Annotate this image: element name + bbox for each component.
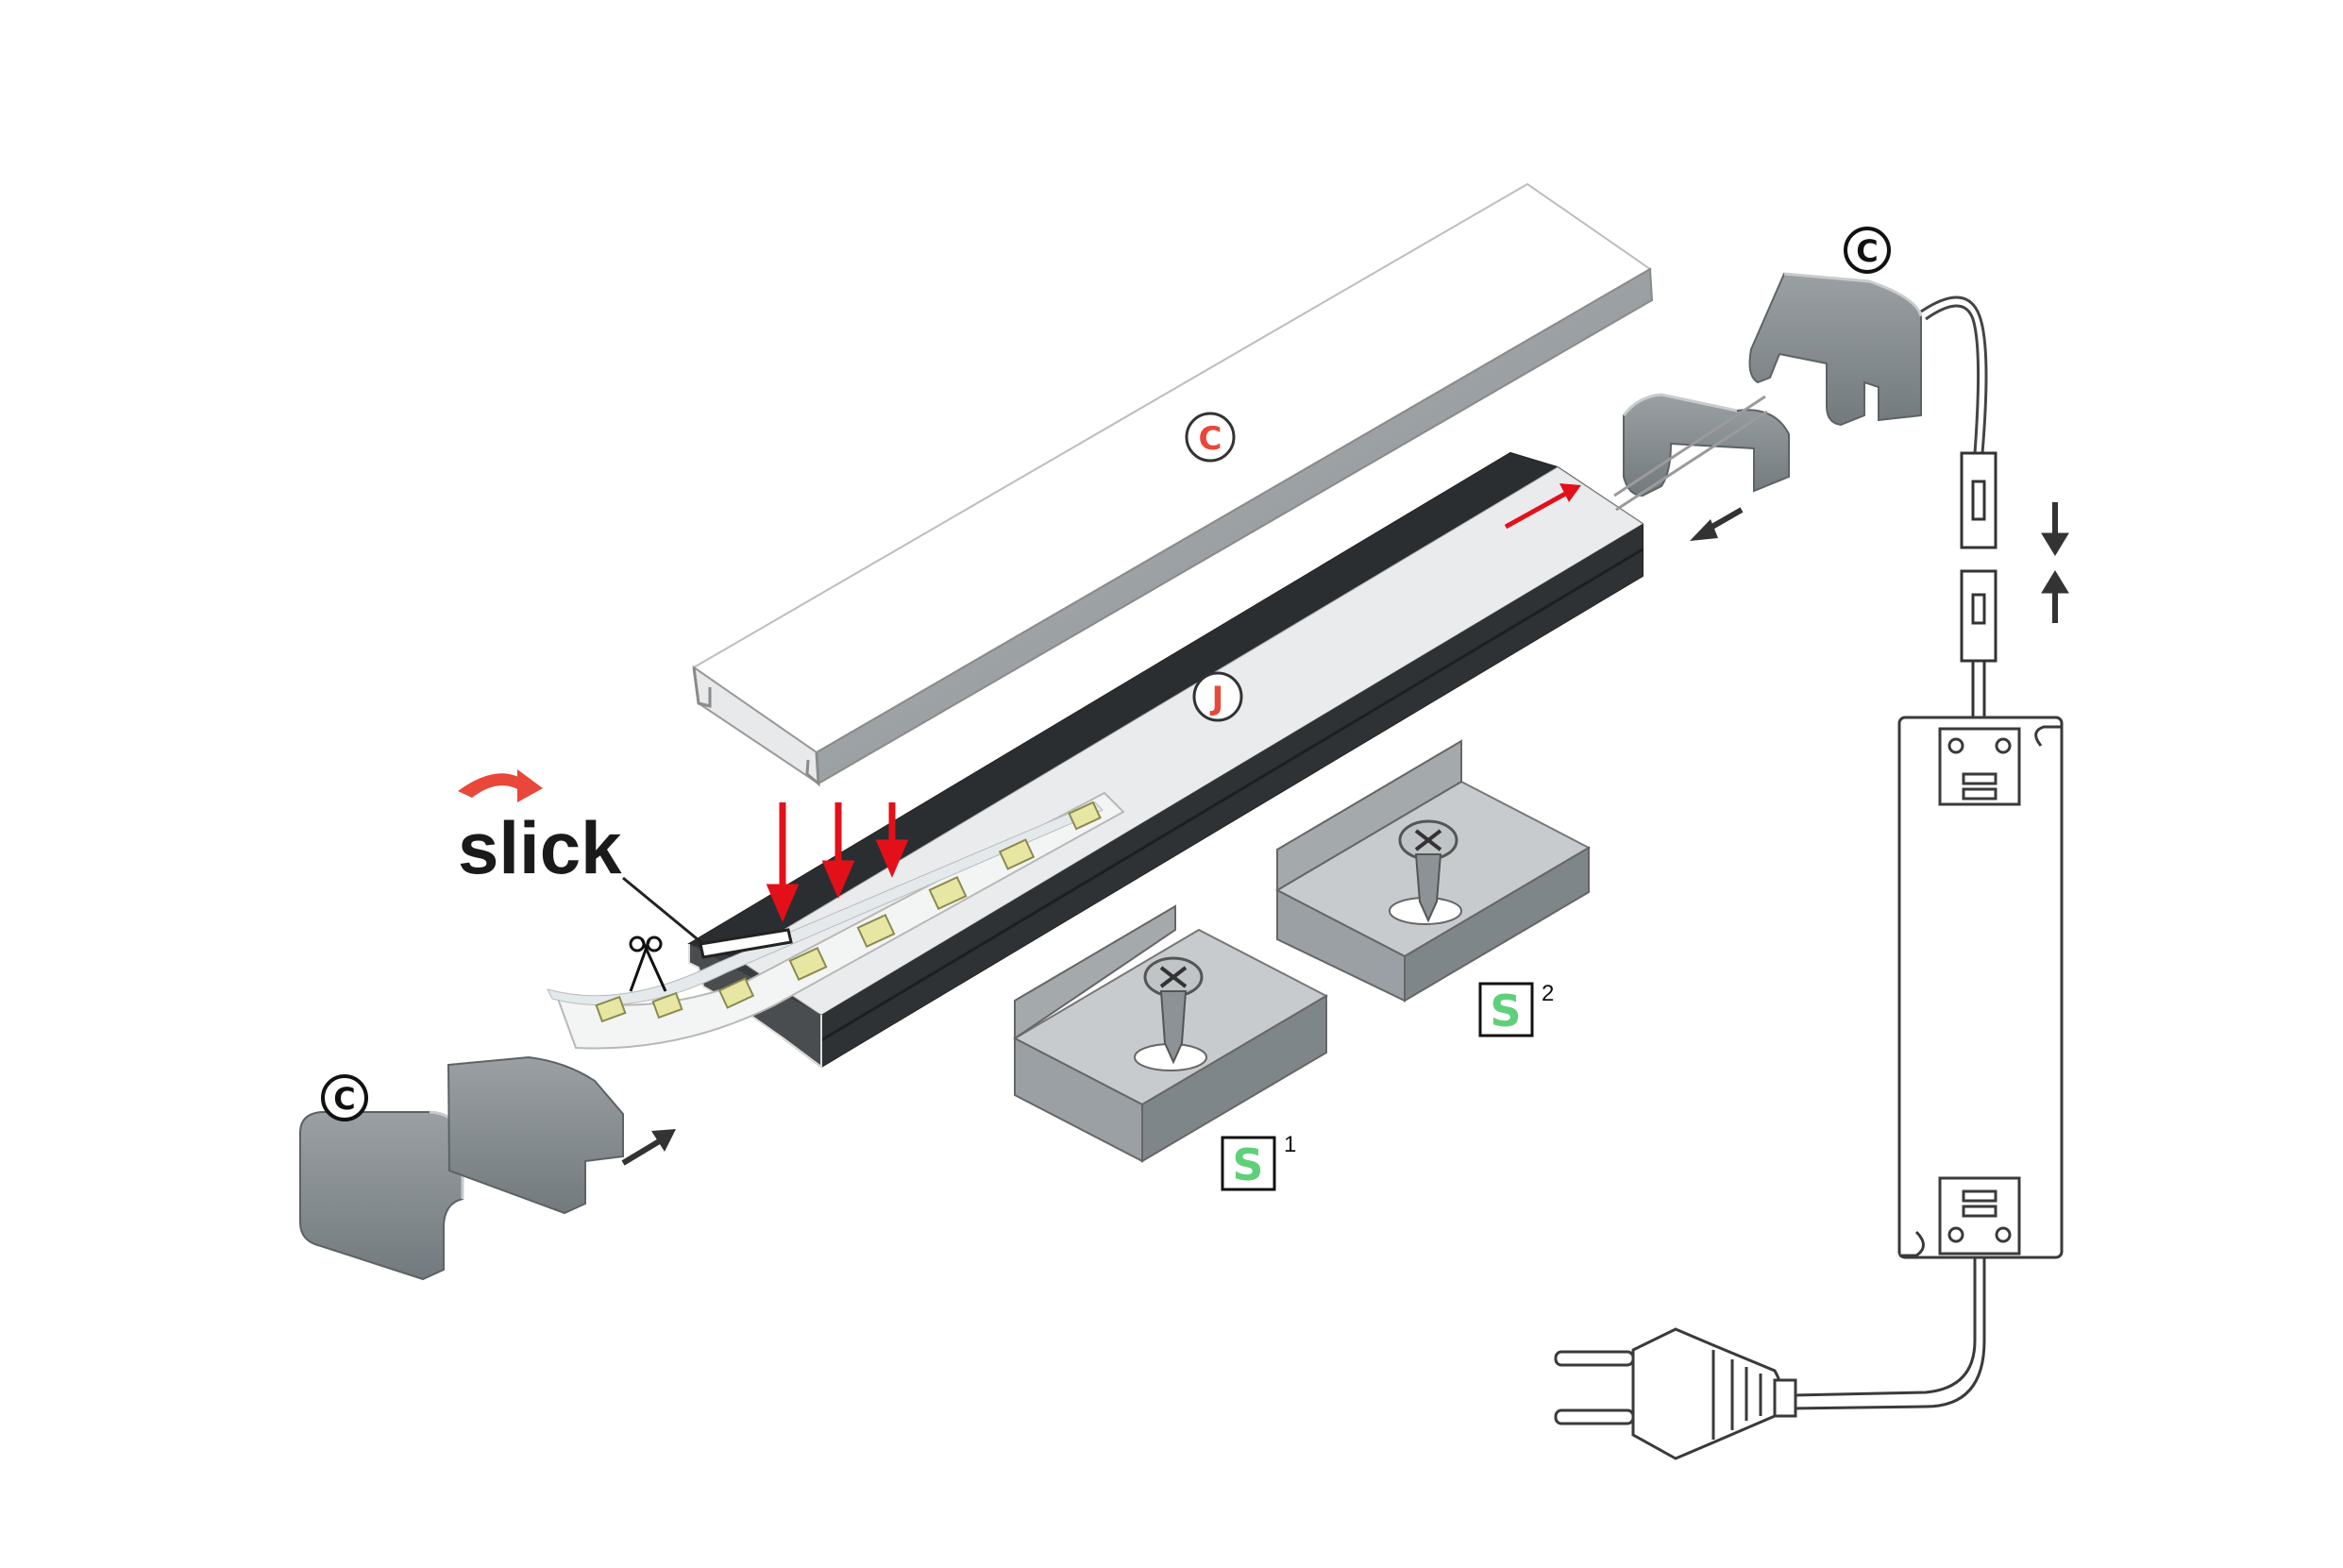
end-cap-right-arrow <box>1690 507 1744 541</box>
end-cap-left-inner <box>447 1055 624 1215</box>
slide-direction-arrow <box>1504 483 1581 530</box>
screw-icon <box>1398 819 1458 923</box>
svg-text:C: C <box>1199 420 1222 458</box>
label-mount-2: S 2 <box>1478 981 1554 1037</box>
svg-text:C: C <box>333 1081 355 1117</box>
end-cap-left-arrow <box>621 1129 676 1166</box>
plug-icon <box>1554 1327 1797 1460</box>
label-cover: C <box>1185 412 1236 463</box>
cable-to-connector <box>1920 295 1988 454</box>
mounting-bracket-2 <box>1274 739 1592 1003</box>
led-strip <box>547 791 1125 1050</box>
label-mount-1: S 1 <box>1221 1132 1296 1191</box>
mains-cable <box>1793 1257 1986 1410</box>
label-end-cap-top: C <box>1844 227 1891 274</box>
end-cap-right-inner <box>1622 393 1790 497</box>
connect-arrows <box>2041 502 2069 623</box>
svg-text:1: 1 <box>1284 1132 1296 1157</box>
slick-logo: slick <box>458 769 622 889</box>
svg-text:C: C <box>1856 233 1878 269</box>
power-supply-icon <box>1897 716 2064 1259</box>
scissors-icon <box>629 936 667 992</box>
label-end-cap-left: C <box>321 1074 368 1121</box>
end-cap-right-outer <box>1748 272 1923 427</box>
screw-icon <box>1143 956 1204 1065</box>
end-cap-left-outer <box>299 1110 464 1281</box>
label-profile: J <box>1192 671 1243 722</box>
led-chips <box>595 801 1102 1023</box>
svg-text:S: S <box>1490 986 1521 1037</box>
svg-text:J: J <box>1210 680 1224 717</box>
svg-text:2: 2 <box>1542 981 1554 1006</box>
slick-clip <box>622 876 793 959</box>
cable-through-caps <box>1613 395 1768 512</box>
logo-text: slick <box>458 806 622 889</box>
insert-strip-arrows <box>766 802 909 922</box>
connector-icon <box>1960 451 1997 717</box>
svg-text:S: S <box>1232 1139 1263 1190</box>
diffuser-cover <box>692 182 1654 787</box>
